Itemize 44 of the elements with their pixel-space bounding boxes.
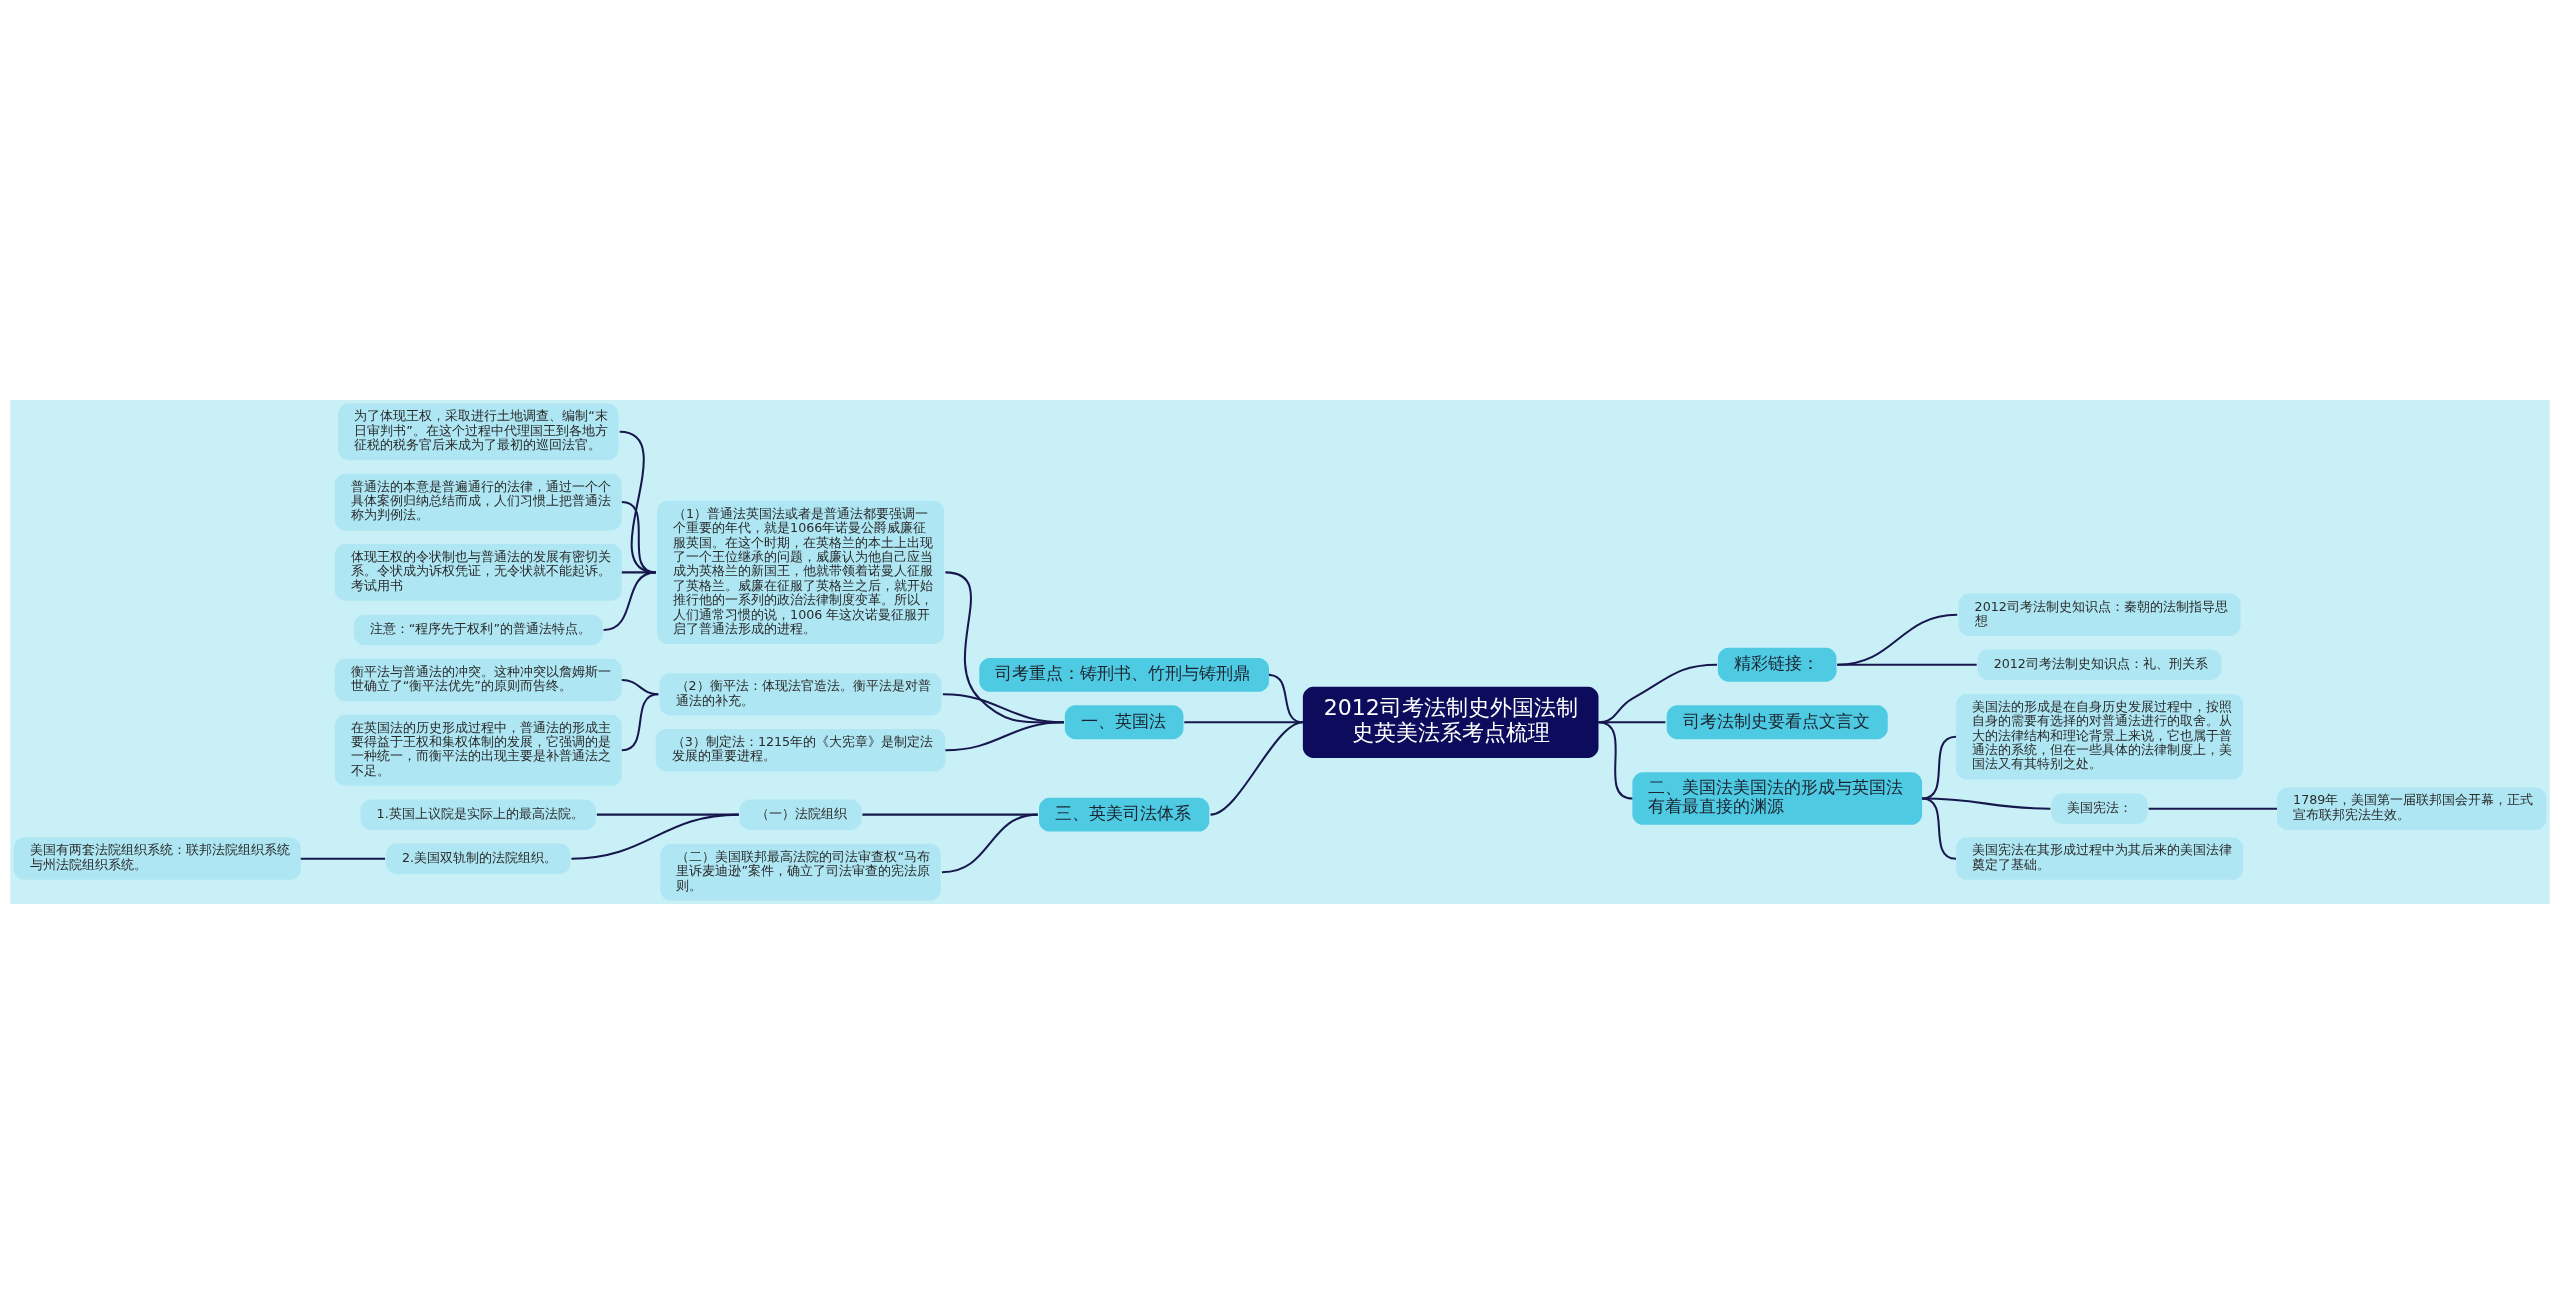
node-box: 美国法的形成是在自身历史发展过程中，按照自身的需要有选择的对普通法进行的取舍。从大的法律结构和理论背景上来说，它也属于普通法的系统，但在一些具体的法律制度上，美国法又有其特别之处。 [1955, 693, 2244, 780]
node-box: 美国宪法在其形成过程中为其后来的美国法律奠定了基础。 [1955, 837, 2244, 880]
node-box: 为了体现王权，采取进行土地调查、编制“末日审判书”。在这个过程中代理国王到各地方征税的税务官后来成为了最初的巡回法官。 [338, 403, 619, 461]
connector [1184, 721, 1303, 724]
connector [941, 813, 1038, 874]
node-box: 二、美国法美国法的形成与英国法有着最直接的渊源 [1632, 772, 1923, 825]
connector [2148, 807, 2277, 810]
node-box: 美国有两套法院组织系统：联邦法院组织系统与州法院组织系统。 [13, 837, 301, 880]
node-box: 精彩链接： [1717, 647, 1837, 682]
node-box: 美国宪法： [2051, 793, 2148, 824]
connector [1921, 797, 1957, 860]
connector [621, 678, 659, 696]
connector [619, 430, 656, 574]
connector [1921, 735, 1957, 800]
node-box: 2012司考法制史知识点：秦朝的法制指导思想 [1958, 593, 2241, 636]
node-box: 衡平法与普通法的冲突。这种冲突以詹姆斯一世确立了“衡平法优先”的原则而告终。 [334, 658, 622, 702]
connector [945, 721, 1065, 752]
connector [603, 571, 656, 631]
connector [621, 693, 659, 752]
node-box: 1789年，美国第一届联邦国会开幕，正式宣布联邦宪法生效。 [2277, 787, 2547, 830]
node-box: 2012司考法制史外国法制史英美法系考点梳理 [1302, 686, 1599, 758]
node-box: 司考重点：铸刑书、竹刑与铸刑鼎 [979, 657, 1269, 692]
node-box: 在英国法的历史形成过程中，普通法的形成主要得益于王权和集权体制的发展，它强调的是一种统一，而衡平法的出现主要是补普通法之不足。 [334, 714, 622, 786]
connector [571, 813, 739, 860]
connector [300, 857, 386, 860]
node-box: 2.美国双轨制的法院组织。 [385, 843, 571, 874]
node-box: 一、英国法 [1064, 705, 1184, 740]
node-box: （2）衡平法：体现法官造法。衡平法是对普通法的补充。 [659, 673, 942, 716]
connector [1210, 721, 1304, 816]
node-box: （一）法院组织 [739, 799, 862, 830]
node-box: 体现王权的令状制也与普通法的发展有密切关系。令状成为诉权凭证，无令状就不能起诉。考试用书 [334, 544, 622, 601]
node-box: 三、英美司法体系 [1039, 797, 1210, 832]
connector [1598, 721, 1633, 800]
node-box: 司考法制史要看点文言文 [1666, 705, 1888, 740]
node-box: 注意：“程序先于权利”的普通法特点。 [353, 614, 603, 646]
connector [1837, 663, 1977, 666]
connector [621, 571, 656, 574]
node-box: （1）普通法英国法或者是普通法都要强调一个重要的年代，就是1066年诺曼公爵威廉征服英国。在这个时期，在英格兰的本土上出现了一个王位继承的问题，威廉认为他自己应当成为英格兰的新国王，他就带领着诺曼人征服了英格兰。威廉在征服了英格兰之后，就开始推行他的一系列的政治法律制度变革。所以，人们通常习惯的说，1006 年这次诺曼征服开启了普通法形成的进程。 [657, 500, 945, 644]
node-box: （二）美国联邦最高法院的司法审查权“马布里诉麦迪逊”案件，确立了司法审查的宪法原则。 [660, 843, 941, 901]
connector [621, 501, 656, 574]
node-box: 普通法的本意是普遍通行的法律，通过一个个具体案例归纳总结而成，人们习惯上把普通法称为判例法。 [334, 473, 622, 531]
node-box: 2012司考法制史知识点：礼、刑关系 [1977, 649, 2222, 680]
node-box: （3）制定法：1215年的《大宪章》是制定法发展的重要进程。 [655, 729, 946, 772]
node-box: 1.英国上议院是实际上的最高法院。 [360, 799, 596, 830]
